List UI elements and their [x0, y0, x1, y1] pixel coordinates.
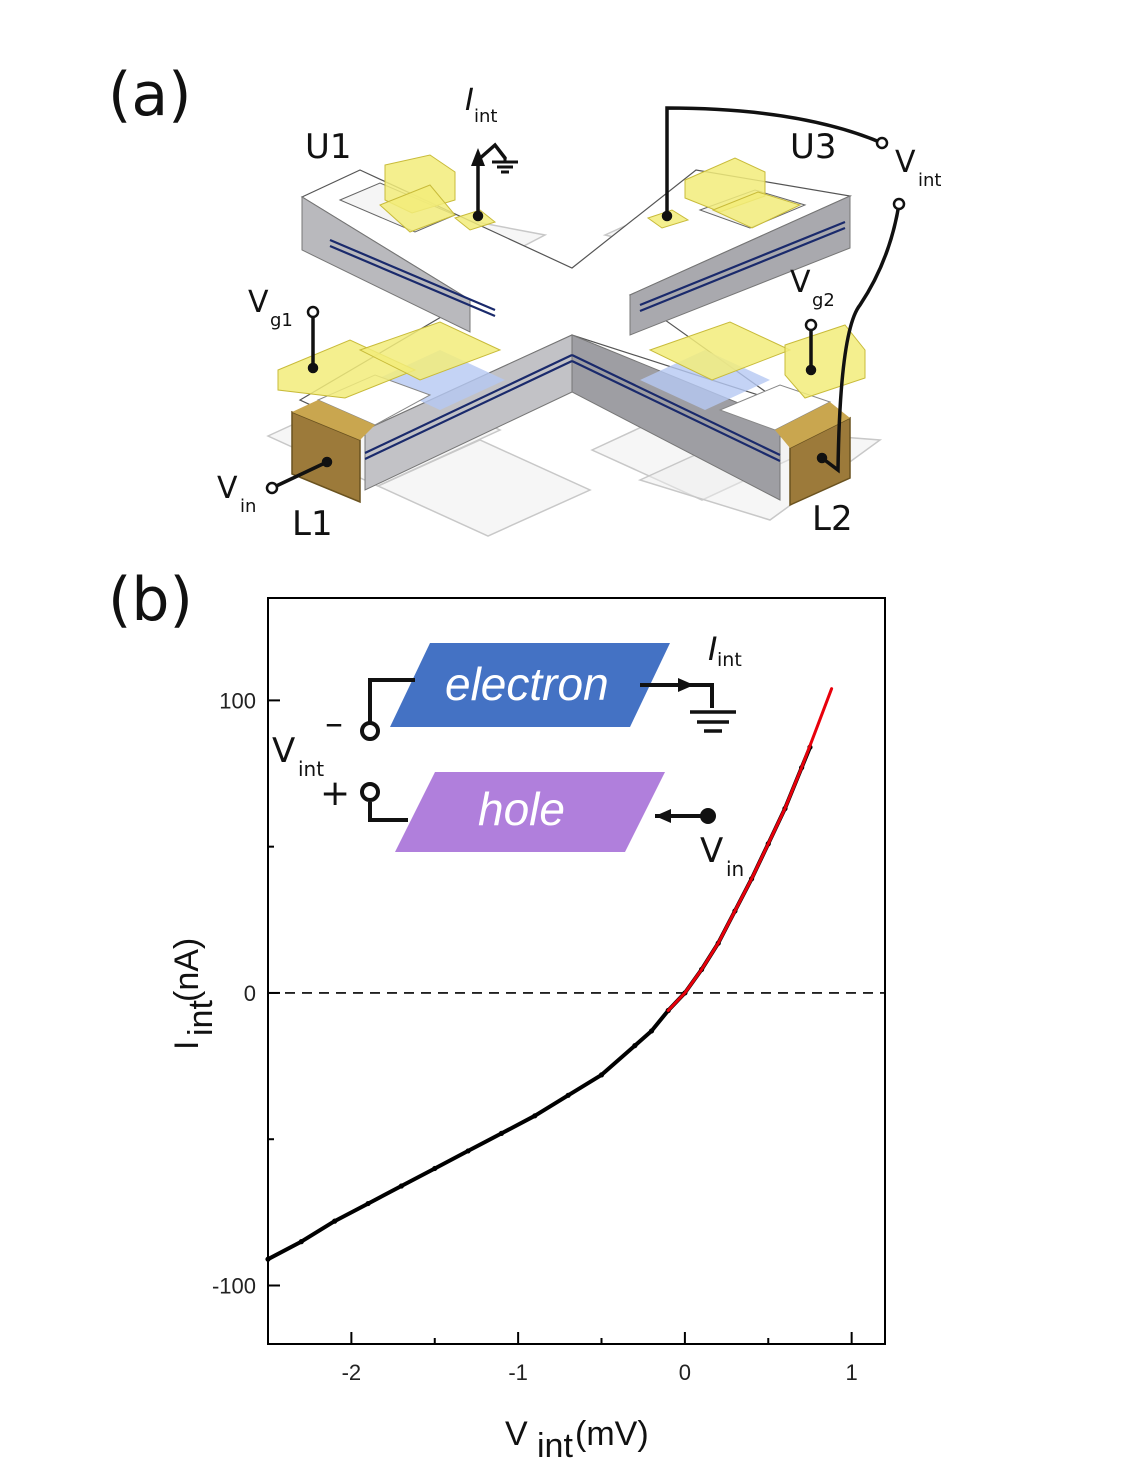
measured-point: [432, 1165, 438, 1172]
measured-point: [648, 1028, 655, 1034]
inset-i-int-label: I: [708, 630, 717, 668]
measured-point: [332, 1218, 338, 1224]
measured-point: [465, 1148, 471, 1154]
y-axis-title-sub: int: [182, 1000, 220, 1036]
l1-contact-side: [292, 400, 375, 440]
electron-current-arrow-icon: [678, 678, 694, 692]
y-tick-label: 0: [244, 981, 256, 1006]
vg1-subscript: g1: [270, 310, 293, 331]
measured-point: [598, 1072, 605, 1078]
x-tick-label: -2: [342, 1360, 362, 1385]
y-axis-ticks: -100 0 100: [212, 688, 280, 1298]
wire-endpoints: [265, 136, 906, 495]
measured-point: [298, 1239, 304, 1245]
x-tick-label: 0: [679, 1360, 691, 1385]
inset-v-int-label: V: [272, 731, 295, 771]
plot-frame: [267, 597, 886, 1345]
y-tick-label: -100: [212, 1273, 256, 1298]
vg1-label: V: [248, 285, 269, 320]
v-int-label: V: [895, 145, 916, 180]
x-tick-label: 1: [846, 1360, 858, 1385]
measured-point: [398, 1183, 405, 1189]
panel-a-label: (a): [108, 60, 192, 130]
wires: [270, 106, 901, 490]
quantum-well-lines: [329, 220, 846, 462]
vint-plus-sign: +: [320, 773, 350, 814]
inset-circuit: electron hole I int – + V: [272, 630, 744, 881]
series-layer: [265, 687, 834, 1262]
electron-parallelogram: [390, 643, 670, 727]
measured-point: [632, 1043, 638, 1049]
measured-point: [498, 1130, 505, 1136]
vint-minus-sign: –: [325, 703, 343, 744]
l2-contact-side: [775, 402, 850, 448]
panel-a: (a): [108, 60, 941, 544]
x-axis-title-sub: int: [537, 1427, 573, 1465]
panel-b-label: (b): [108, 565, 193, 635]
vint-minus-terminal: [360, 721, 380, 741]
hole-label: hole: [478, 783, 565, 835]
hole-current-arrow-icon: [655, 809, 671, 823]
u1-label: U1: [305, 127, 352, 167]
measured-point: [365, 1200, 371, 1207]
measured-point: [565, 1092, 571, 1098]
y-tick-label: 100: [219, 688, 256, 713]
x-axis-title-unit: (mV): [575, 1415, 649, 1453]
inset-v-in-label: V: [700, 831, 723, 871]
x-tick-label: -1: [508, 1360, 528, 1385]
current-arrow-icon: [471, 148, 485, 166]
vin-subscript: in: [240, 496, 256, 517]
measured-point: [532, 1113, 538, 1119]
vg2-subscript: g2: [812, 290, 835, 311]
panel-b: (b) -2 -1 0 1 -100 0 100 V int (mV) I int (nA…: [108, 565, 886, 1465]
inset-ground-icon: [690, 710, 736, 733]
electron-label: electron: [445, 658, 609, 710]
u3-label: U3: [790, 127, 837, 167]
x-axis-ticks: -2 -1 0 1: [267, 1332, 858, 1385]
vg2-label: V: [790, 265, 811, 300]
x-axis-title-main: V: [505, 1415, 528, 1453]
gate-electrodes: [277, 154, 866, 399]
vin-label: V: [217, 471, 238, 506]
l2-label: L2: [812, 499, 853, 539]
i-int-subscript: int: [474, 106, 497, 127]
device-schematic: [265, 106, 906, 537]
x-axis-title: V int (mV): [505, 1415, 649, 1465]
y-axis-title-main: I: [168, 1041, 206, 1050]
vin-terminal: [700, 808, 716, 824]
l1-label: L1: [292, 504, 333, 544]
i-int-label: I: [465, 83, 474, 118]
iv-chart: -2 -1 0 1 -100 0 100: [212, 597, 886, 1385]
y-axis-title-unit: (nA): [168, 938, 206, 1002]
fit-line: [666, 687, 834, 1012]
inset-v-in-subscript: in: [726, 857, 744, 881]
v-int-subscript: int: [918, 170, 941, 191]
measured-point: [265, 1256, 271, 1262]
inset-v-int-subscript: int: [298, 757, 324, 781]
inset-i-int-subscript: int: [717, 649, 742, 671]
vint-plus-terminal: [360, 782, 380, 802]
y-axis-title: I int (nA): [168, 938, 220, 1050]
ground-symbol-icon: [492, 158, 518, 174]
hole-parallelogram: [395, 772, 665, 852]
